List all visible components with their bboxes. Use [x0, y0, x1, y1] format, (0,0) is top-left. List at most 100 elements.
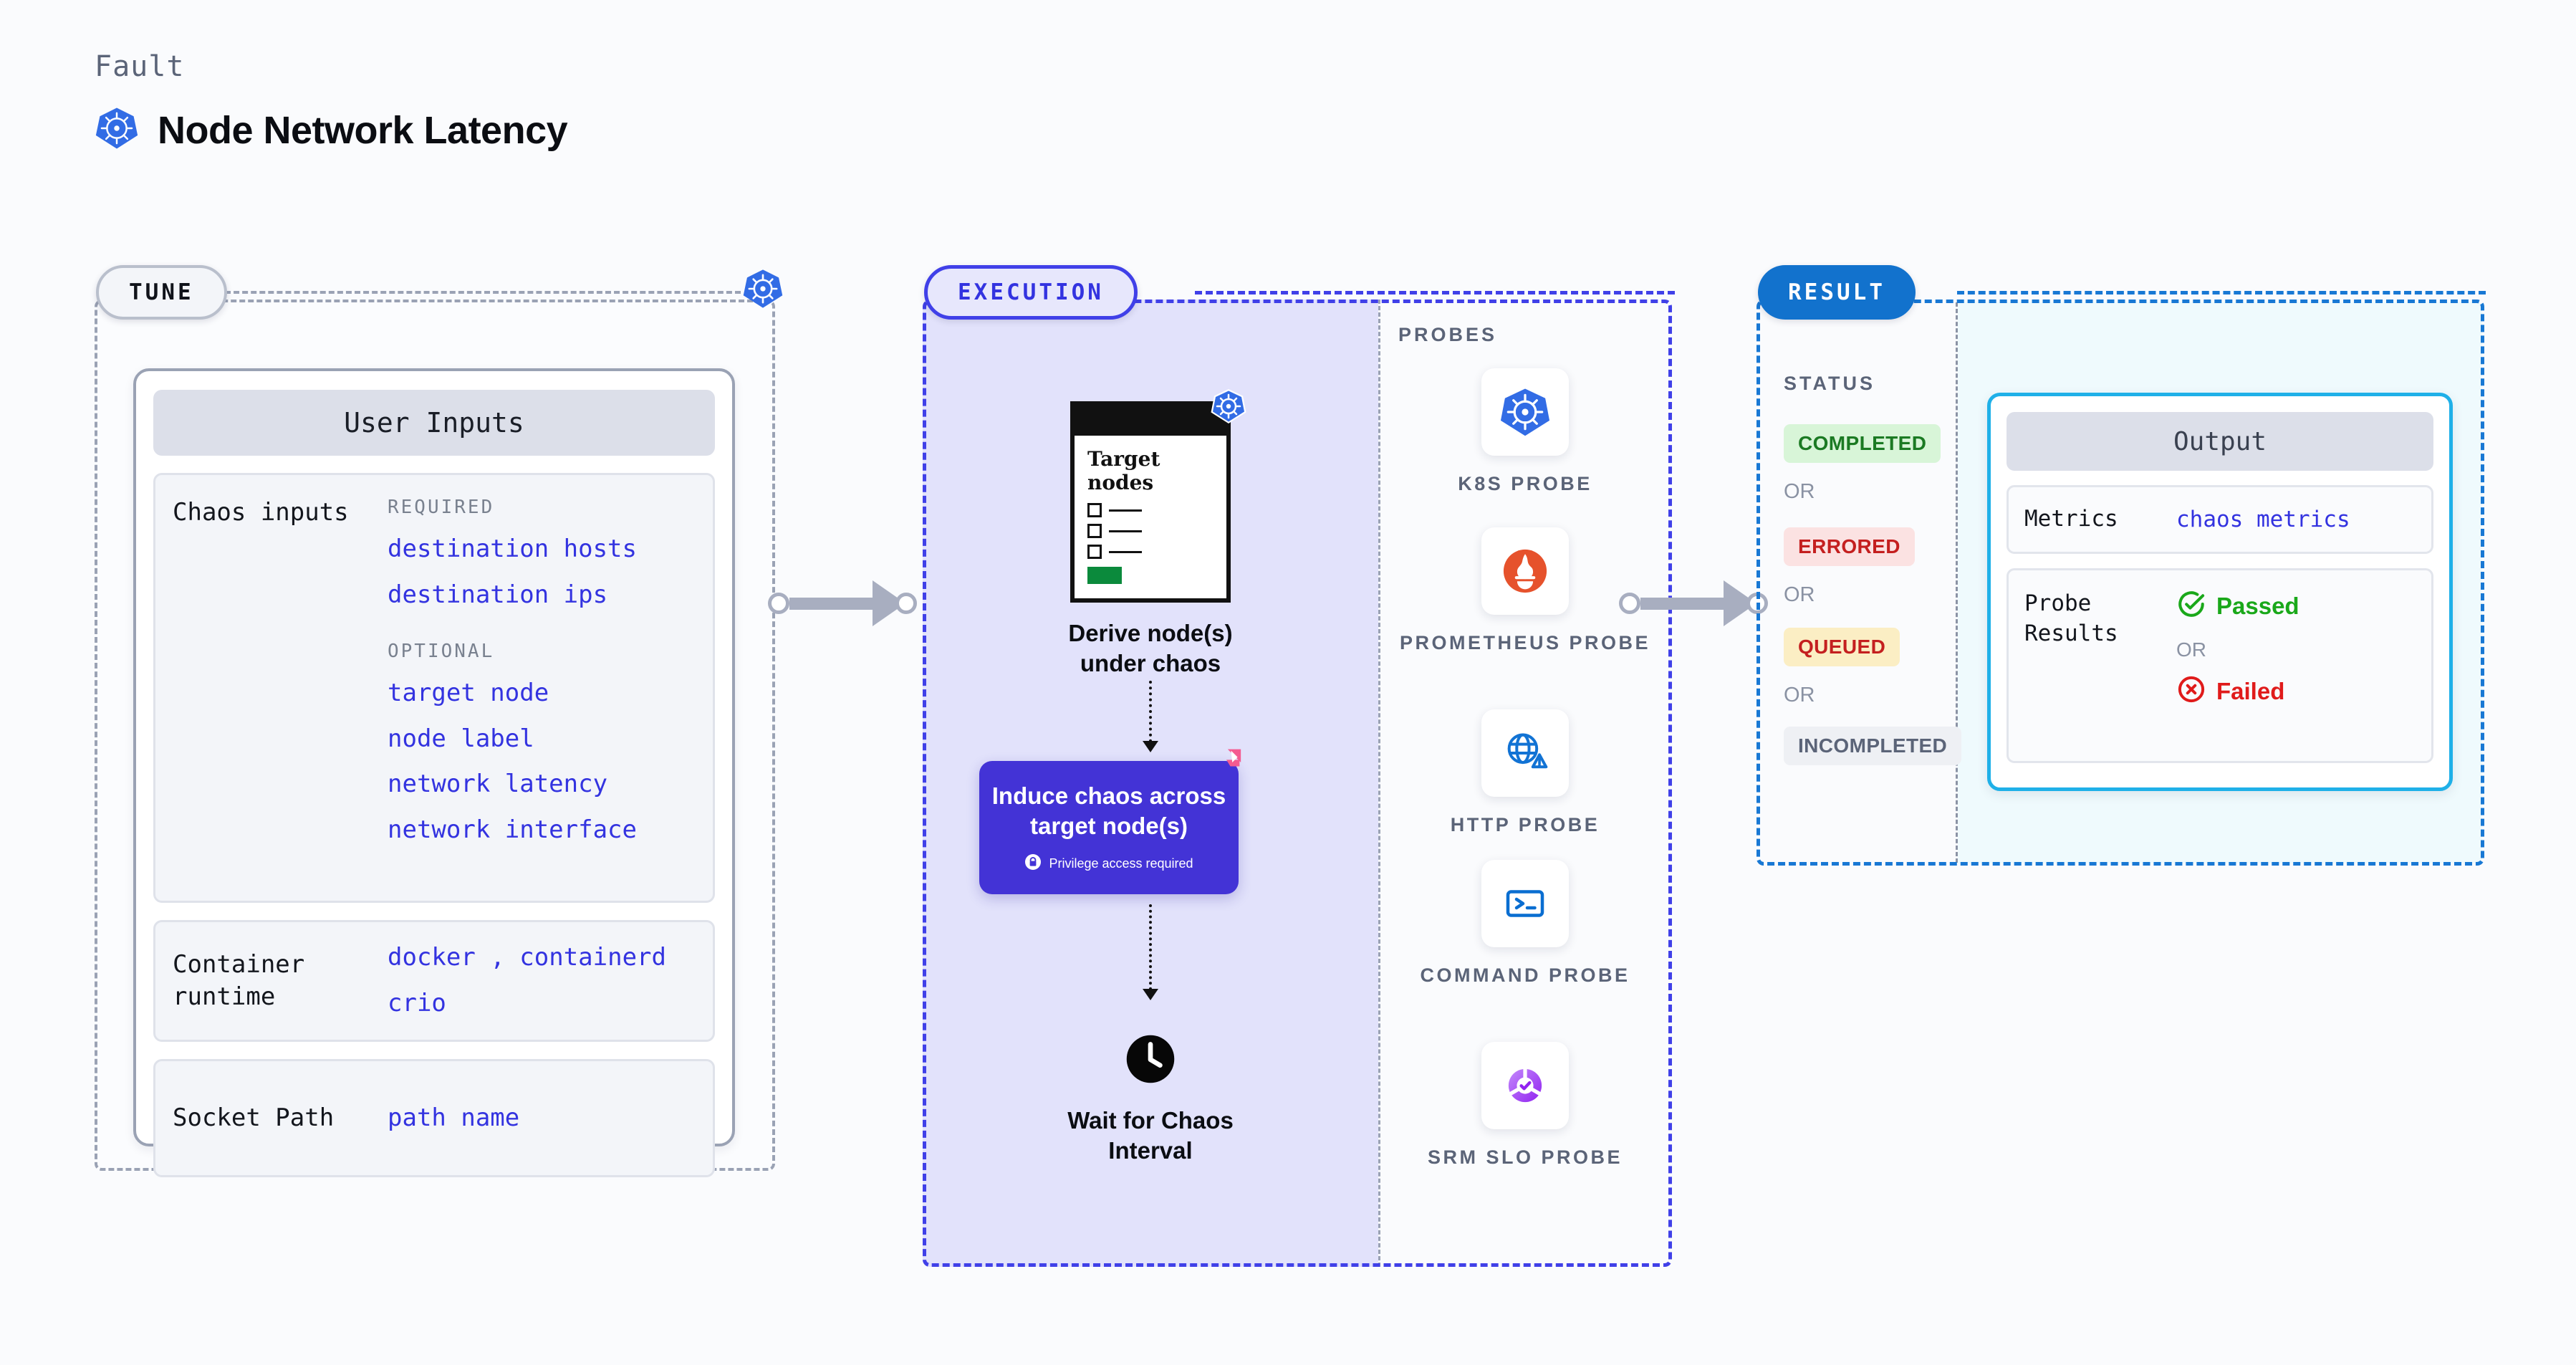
- input-network-interface[interactable]: network interface: [388, 815, 637, 844]
- input-target-node[interactable]: target node: [388, 679, 549, 708]
- probe-results-row: Probe Results Passed OR: [2007, 568, 2433, 763]
- kubernetes-icon: [95, 106, 139, 154]
- wait-interval-caption: Wait for Chaos Interval: [923, 1106, 1378, 1166]
- connector-line: [1640, 597, 1725, 610]
- input-destination-hosts[interactable]: destination hosts: [388, 535, 637, 563]
- execution-stage-container: [923, 300, 1672, 1267]
- container-runtime-values-line1[interactable]: docker , containerd: [388, 942, 696, 974]
- socket-path-label: Socket Path: [173, 1103, 335, 1133]
- chaos-inputs-row: Chaos inputs REQUIRED destination hosts …: [153, 473, 715, 903]
- chaos-inputs-label: Chaos inputs: [173, 498, 349, 527]
- litmus-icon: [1211, 747, 1242, 782]
- probe-results-label-line2: Results: [2024, 620, 2118, 646]
- probe-label: COMMAND PROBE: [1420, 964, 1630, 986]
- arrowhead-derive-to-induce: [1143, 741, 1158, 752]
- probe-results-label: Probe Results: [2024, 589, 2176, 649]
- connector-start-node: [1619, 593, 1640, 614]
- probe-srm-slo[interactable]: SRM SLO PROBE: [1378, 1042, 1672, 1172]
- induce-chaos-line1: Induce chaos across: [991, 782, 1226, 809]
- probe-label: HTTP PROBE: [1450, 814, 1600, 835]
- probes-title: PROBES: [1398, 324, 1498, 345]
- step-derive-nodes: Target nodes De: [923, 389, 1378, 679]
- user-inputs-card: User Inputs Chaos inputs REQUIRED destin…: [133, 368, 735, 1177]
- probe-label: SRM SLO PROBE: [1427, 1146, 1623, 1168]
- step-wait-interval: Wait for Chaos Interval: [923, 1032, 1378, 1166]
- page-header: Fault Node Network Latency: [95, 50, 568, 154]
- lock-icon: [1024, 853, 1042, 874]
- or-separator: OR: [1784, 684, 1815, 707]
- connector-tune-to-execution: [768, 580, 926, 626]
- value-crio[interactable]: crio: [388, 989, 446, 1017]
- kubernetes-icon: [1481, 368, 1569, 456]
- induce-chaos-line2: target node(s): [1029, 812, 1188, 839]
- value-docker[interactable]: docker: [388, 943, 476, 972]
- kubernetes-icon: [1211, 388, 1246, 428]
- privilege-note: Privilege access required: [1024, 853, 1193, 874]
- page-title: Node Network Latency: [158, 108, 568, 152]
- container-runtime-label: Container runtime: [173, 950, 305, 1011]
- title-row: Node Network Latency: [95, 106, 568, 154]
- checkbox-icon[interactable]: [1087, 503, 1102, 518]
- arrow-induce-to-wait: [1149, 904, 1152, 990]
- failed-label: Failed: [2216, 677, 2285, 704]
- required-kicker: REQUIRED: [388, 497, 495, 518]
- probe-passed: Passed: [2176, 589, 2299, 623]
- probe-http[interactable]: HTTP PROBE: [1378, 709, 1672, 839]
- probe-label: PROMETHEUS PROBE: [1399, 632, 1651, 653]
- status-badge-completed: COMPLETED: [1784, 424, 1941, 463]
- input-destination-ips[interactable]: destination ips: [388, 580, 608, 609]
- or-separator: OR: [1784, 583, 1815, 606]
- socket-path-value[interactable]: path name: [388, 1103, 520, 1132]
- metrics-row: Metrics chaos metrics: [2007, 485, 2433, 554]
- caption-line1: Wait for Chaos: [1067, 1107, 1234, 1134]
- line-placeholder: [1109, 530, 1142, 532]
- tune-stage-pill[interactable]: TUNE: [96, 265, 227, 320]
- card-titlebar: [1075, 406, 1226, 436]
- status-badge-errored: ERRORED: [1784, 527, 1915, 566]
- submit-button-graphic[interactable]: [1087, 567, 1122, 585]
- probe-results-label-line1: Probe: [2024, 590, 2092, 616]
- value-containerd[interactable]: containerd: [519, 943, 666, 972]
- probe-k8s[interactable]: K8S PROBE: [1378, 368, 1672, 498]
- probe-failed: Failed: [2176, 674, 2299, 708]
- result-stage-container: [1756, 300, 2484, 866]
- line-placeholder: [1109, 550, 1142, 553]
- metrics-label: Metrics: [2024, 506, 2118, 532]
- probe-prometheus[interactable]: PROMETHEUS PROBE: [1378, 527, 1672, 657]
- result-column-divider: [1956, 302, 1958, 863]
- user-inputs-title: User Inputs: [153, 390, 715, 456]
- http-globe-warning-icon: [1481, 709, 1569, 797]
- prometheus-icon: [1481, 527, 1569, 615]
- probe-label: K8S PROBE: [1458, 473, 1592, 494]
- execution-dashed-connector: [1195, 291, 1675, 294]
- status-badge-queued: QUEUED: [1784, 628, 1900, 666]
- container-runtime-row: Container runtime docker , containerd cr…: [153, 920, 715, 1042]
- caption-line2: Interval: [1108, 1137, 1193, 1164]
- execution-stage-pill[interactable]: EXECUTION: [924, 265, 1138, 320]
- checkbox-icon[interactable]: [1087, 524, 1102, 539]
- input-node-label[interactable]: node label: [388, 724, 534, 753]
- line-placeholder: [1109, 509, 1142, 512]
- arrowhead-induce-to-wait: [1143, 989, 1158, 1000]
- connector-line: [789, 597, 874, 610]
- privilege-note-text: Privilege access required: [1049, 856, 1193, 871]
- or-separator: OR: [1784, 480, 1815, 503]
- connector-end-node: [895, 593, 917, 614]
- or-separator: OR: [2176, 638, 2206, 661]
- x-circle-icon: [2176, 674, 2206, 708]
- probe-command[interactable]: COMMAND PROBE: [1378, 860, 1672, 990]
- result-dashed-connector: [1957, 291, 2486, 294]
- step-induce-chaos[interactable]: Induce chaos across target node(s) Privi…: [979, 761, 1239, 894]
- metrics-value[interactable]: chaos metrics: [2176, 507, 2350, 532]
- target-nodes-title-line2: nodes: [1087, 471, 1154, 495]
- terminal-icon: [1481, 860, 1569, 947]
- connector-execution-to-result: [1619, 580, 1777, 626]
- checkbox-icon[interactable]: [1087, 545, 1102, 560]
- output-title: Output: [2007, 412, 2433, 471]
- status-badge-incompleted: INCOMPLETED: [1784, 727, 1962, 765]
- caption-line1: Derive node(s): [1068, 620, 1233, 647]
- result-stage-pill[interactable]: RESULT: [1758, 265, 1916, 320]
- passed-label: Passed: [2216, 592, 2299, 619]
- connector-start-node: [768, 593, 789, 614]
- input-network-latency[interactable]: network latency: [388, 770, 608, 799]
